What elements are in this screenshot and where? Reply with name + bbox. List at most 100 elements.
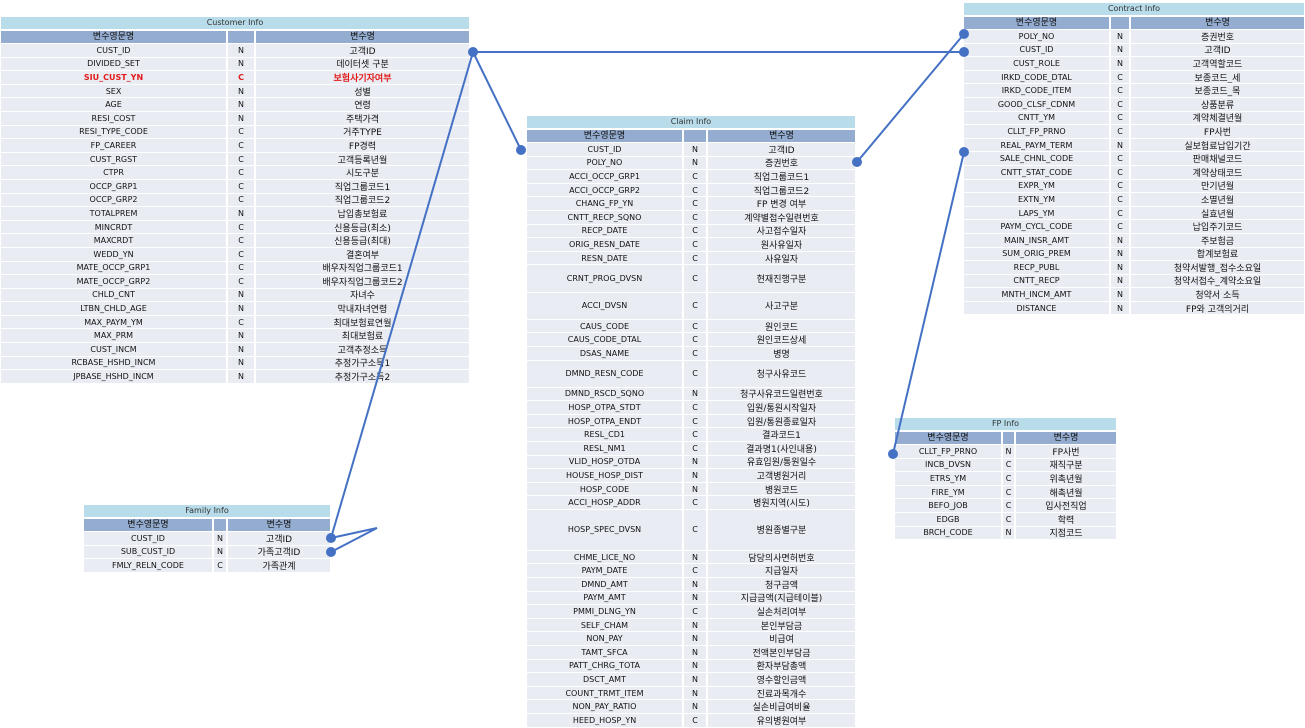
var-type-cell: N: [228, 84, 254, 98]
var-name-cell: RCBASE_HSHD_INCM: [1, 356, 226, 370]
var-name-cell: FIRE_YM: [895, 485, 1001, 499]
var-desc-cell: FP사번: [1131, 125, 1304, 138]
var-type-cell: C: [684, 564, 706, 578]
var-desc-cell: 성별: [256, 84, 469, 98]
var-type-cell: C: [228, 139, 254, 152]
var-type-cell: C: [1111, 97, 1129, 111]
var-desc-cell: 사고접수일자: [708, 224, 855, 238]
header-var-name: 변수영문명: [84, 519, 212, 531]
header-var-desc: 변수명: [1131, 17, 1304, 29]
table-title: FP Info: [895, 418, 1116, 430]
var-desc-cell: 연령: [256, 98, 469, 111]
var-name-cell: BRCH_CODE: [895, 526, 1001, 540]
var-name-cell: MNTH_INCM_AMT: [964, 288, 1109, 301]
var-type-cell: C: [684, 238, 706, 251]
var-desc-cell: 결과명1(사인내용): [708, 442, 855, 455]
header-var-desc: 변수명: [708, 130, 855, 142]
var-name-cell: DISTANCE: [964, 301, 1109, 315]
var-name-cell: CUST_ID: [964, 43, 1109, 57]
var-type-cell: C: [228, 220, 254, 234]
header-type: [684, 130, 706, 142]
var-type-cell: N: [228, 343, 254, 356]
var-type-cell: C: [684, 319, 706, 333]
var-name-cell: HOSP_OTPA_ENDT: [527, 414, 682, 428]
link-family-cust-sub: [330, 527, 378, 553]
var-name-cell: MAX_PAYM_YM: [1, 315, 226, 329]
header-var-name: 변수영문명: [527, 130, 682, 142]
var-type-cell: N: [684, 469, 706, 482]
var-desc-cell: 최대보험료연월: [256, 315, 469, 329]
var-type-cell: C: [228, 275, 254, 288]
var-desc-cell: 신용등급(최소): [256, 220, 469, 234]
var-type-cell: C: [1111, 125, 1129, 138]
var-desc-cell: 해촉년월: [1016, 485, 1116, 499]
var-name-cell: ACCI_OCCP_GRP2: [527, 183, 682, 197]
link-customer-claim: [472, 51, 522, 151]
var-name-cell: NON_PAY_RATIO: [527, 700, 682, 713]
var-type-cell: N: [684, 686, 706, 700]
var-name-cell: CUST_RGST: [1, 152, 226, 166]
var-name-cell: RESI_COST: [1, 111, 226, 125]
var-type-cell: C: [684, 333, 706, 346]
var-name-cell: HOSP_CODE: [527, 482, 682, 496]
table-title: Contract Info: [964, 3, 1304, 15]
var-type-cell: C: [684, 360, 706, 387]
var-name-cell: CAUS_CODE_DTAL: [527, 333, 682, 346]
var-desc-cell: 납입총보험료: [256, 207, 469, 220]
var-desc-cell: 주택가격: [256, 111, 469, 125]
var-name-cell: PATT_CHRG_TOTA: [527, 659, 682, 673]
var-name-cell: CNTT_RECP_SQNO: [527, 210, 682, 224]
var-type-cell: C: [684, 442, 706, 455]
var-desc-cell: 원사유일자: [708, 238, 855, 251]
var-name-cell: DMND_RSCD_SQNO: [527, 387, 682, 401]
table-title: Family Info: [84, 505, 330, 517]
var-name-cell: CHLD_CNT: [1, 288, 226, 302]
var-type-cell: N: [684, 673, 706, 686]
var-name-cell: PMMI_DLNG_YN: [527, 605, 682, 618]
var-type-cell: C: [684, 210, 706, 224]
var-type-cell: N: [228, 370, 254, 383]
var-type-cell: C: [1003, 472, 1014, 485]
var-name-cell: POLY_NO: [527, 156, 682, 170]
link-customer-family: [330, 51, 474, 539]
var-type-cell: N: [214, 532, 226, 545]
var-name-cell: MINCRDT: [1, 220, 226, 234]
var-type-cell: C: [684, 197, 706, 210]
var-desc-cell: 입사전직업: [1016, 499, 1116, 512]
table-header: 변수영문명 변수명: [527, 130, 855, 142]
var-type-cell: C: [1003, 485, 1014, 499]
table-title: Claim Info: [527, 116, 855, 128]
var-name-cell: CLLT_FP_PRNO: [895, 445, 1001, 458]
var-desc-cell: 유효입원/통원일수: [708, 455, 855, 469]
var-name-cell: IRKD_CODE_DTAL: [964, 70, 1109, 84]
var-desc-cell: 청약서접수_계약소요일: [1131, 274, 1304, 288]
var-desc-cell: 합계보험료: [1131, 247, 1304, 261]
var-desc-cell: 지점코드: [1016, 526, 1116, 540]
